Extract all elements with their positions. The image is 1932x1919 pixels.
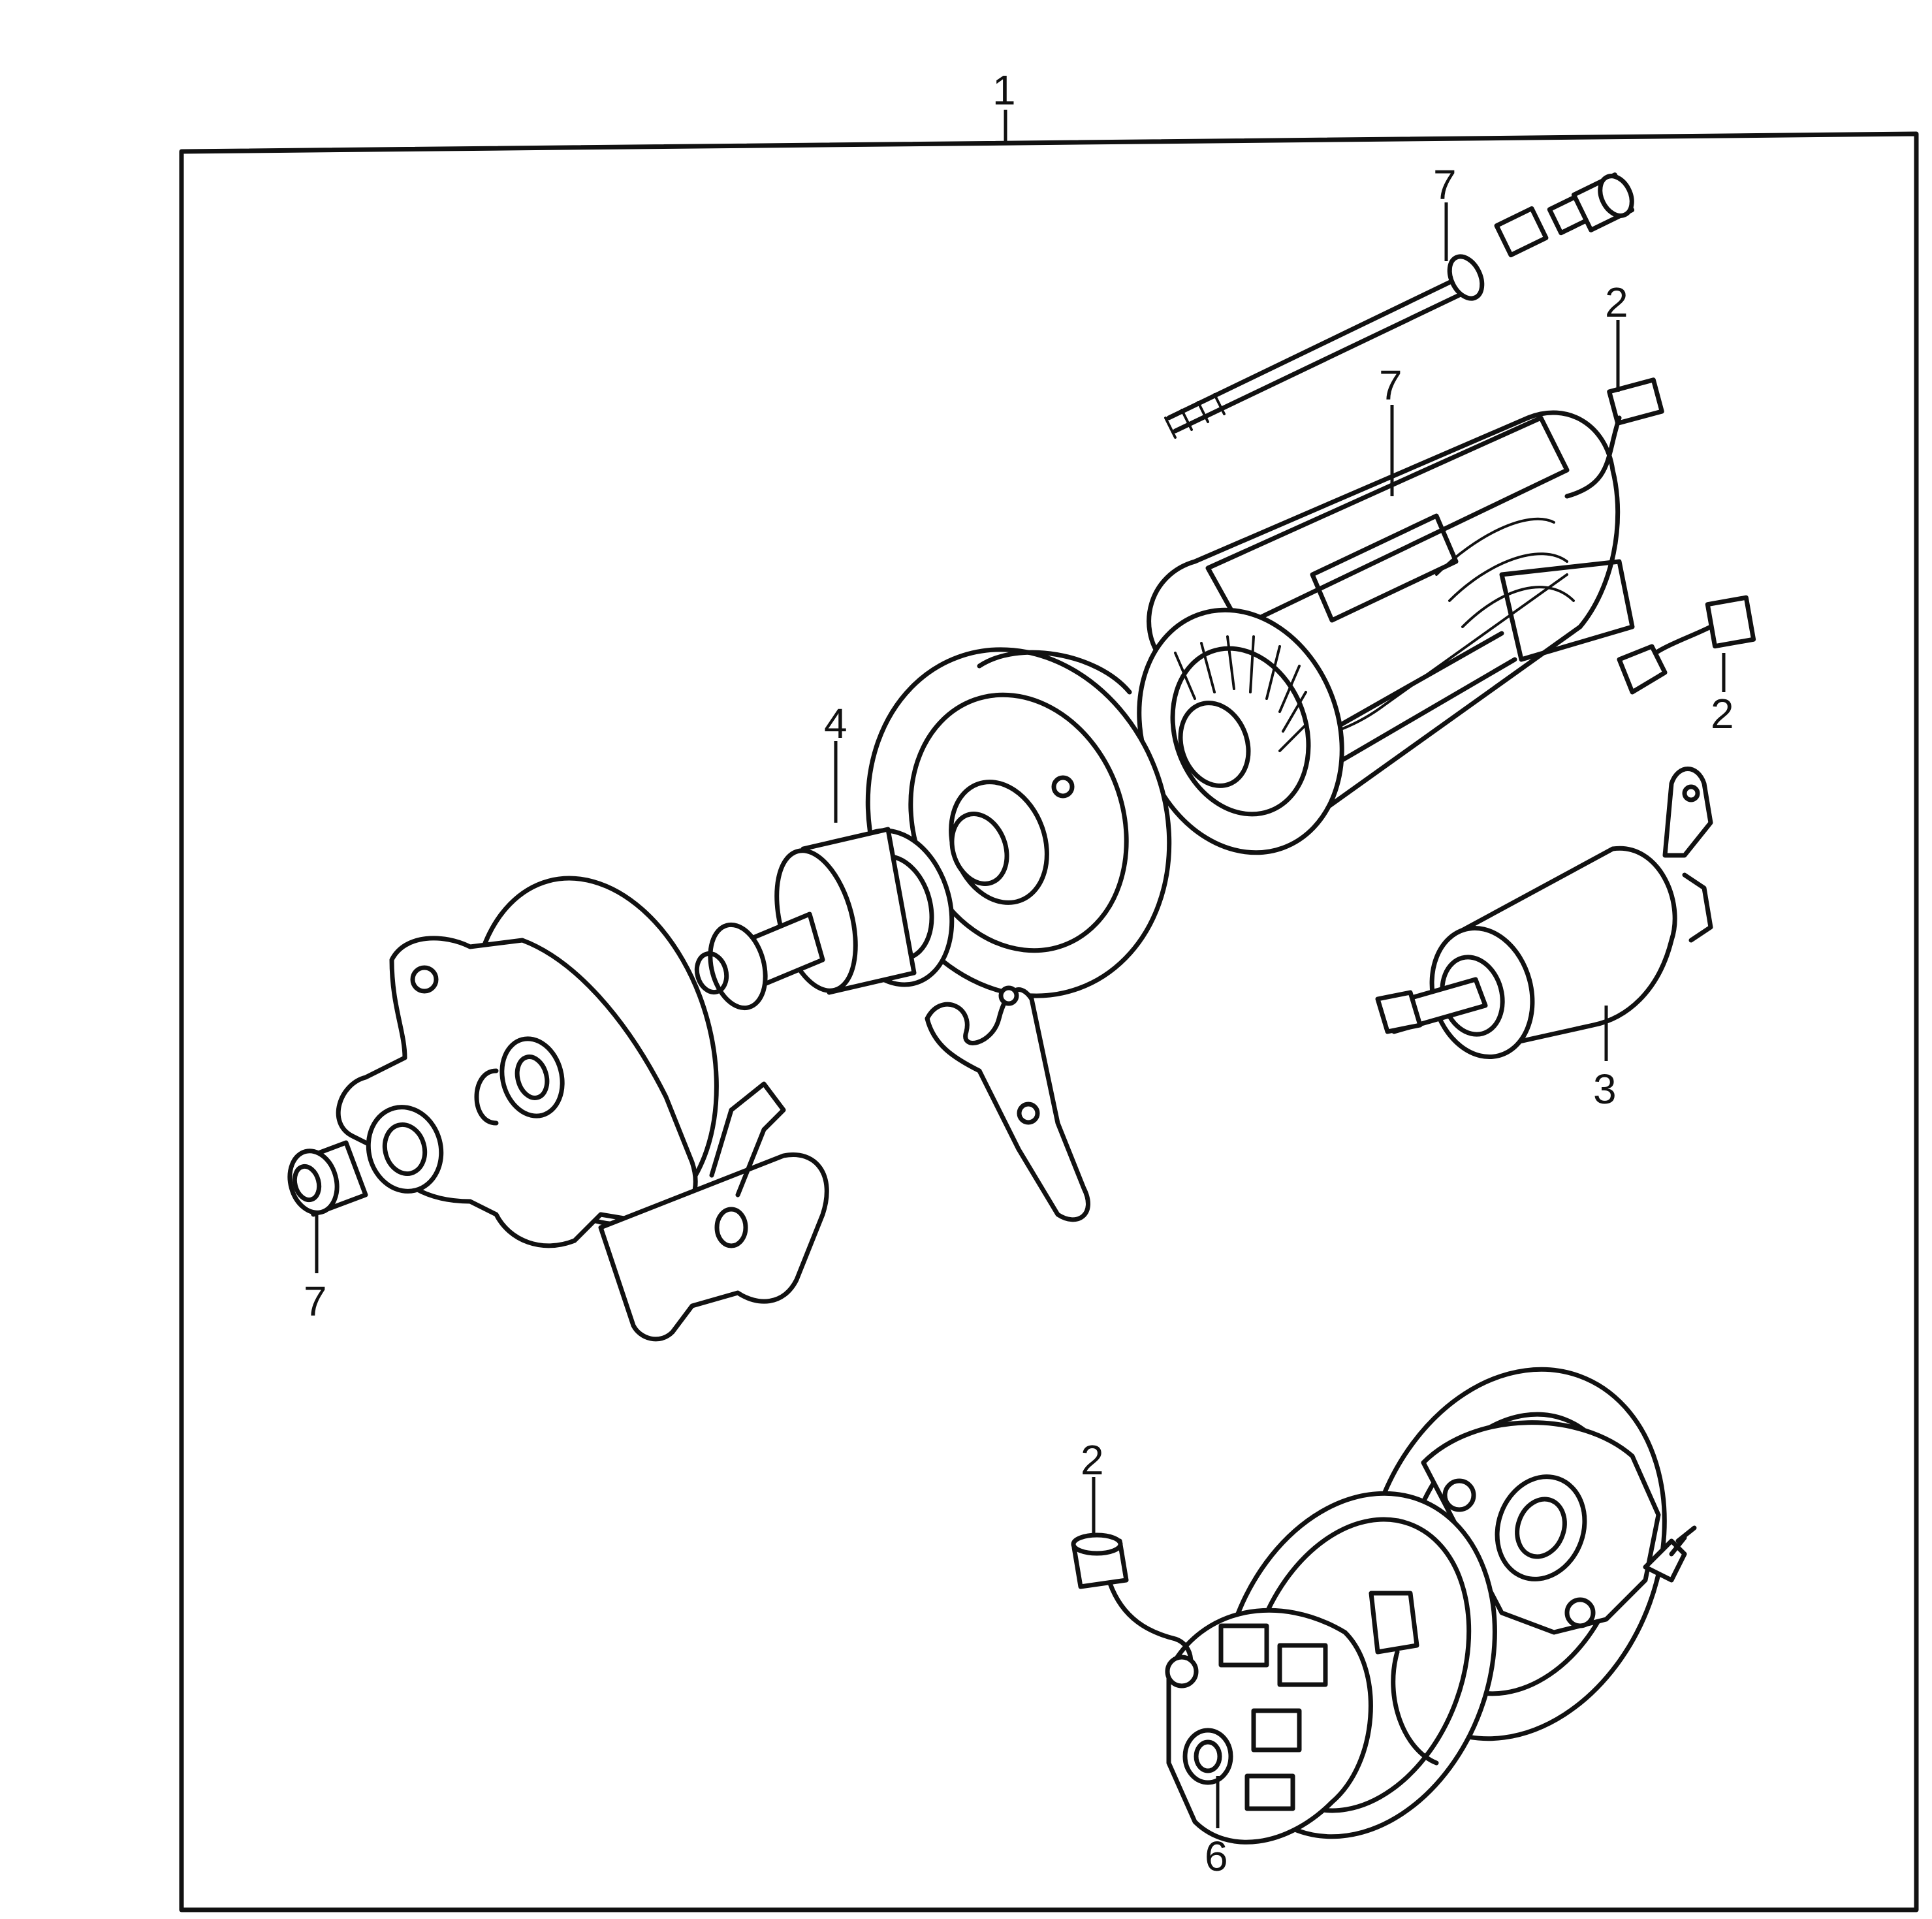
callout-2-brush-lead: 2 (1081, 1436, 1104, 1483)
bushing (287, 1140, 368, 1217)
callout-4-clutch: 4 (824, 700, 847, 747)
callout-7-screw: 7 (1379, 362, 1402, 409)
drive-housing (336, 876, 829, 1342)
through-bolt (1164, 172, 1635, 439)
callout-7-through-bolt: 7 (1433, 161, 1457, 208)
leader-lines (315, 202, 1726, 1828)
brush-holder (1166, 1491, 1497, 1845)
assembly-frame (179, 110, 1919, 1912)
callout-7-bushing: 7 (304, 1278, 327, 1325)
callout-3-switch: 3 (1593, 1066, 1617, 1113)
brush-lead-bottom (1071, 1532, 1199, 1689)
brush-lead-right (1617, 595, 1756, 695)
callout-2-right-lead: 2 (1711, 690, 1734, 737)
brush-lead-top (1564, 377, 1664, 499)
callout-6-brush-holder: 6 (1205, 1833, 1228, 1880)
callout-2-top-lead: 2 (1605, 279, 1628, 326)
overrunning-clutch (694, 827, 955, 1011)
shift-lever (925, 985, 1090, 1222)
magnetic-switch (1375, 767, 1713, 1060)
callout-1: 1 (992, 67, 1016, 114)
callout-labels: 1 7 2 7 2 4 3 7 2 6 (304, 67, 1734, 1880)
